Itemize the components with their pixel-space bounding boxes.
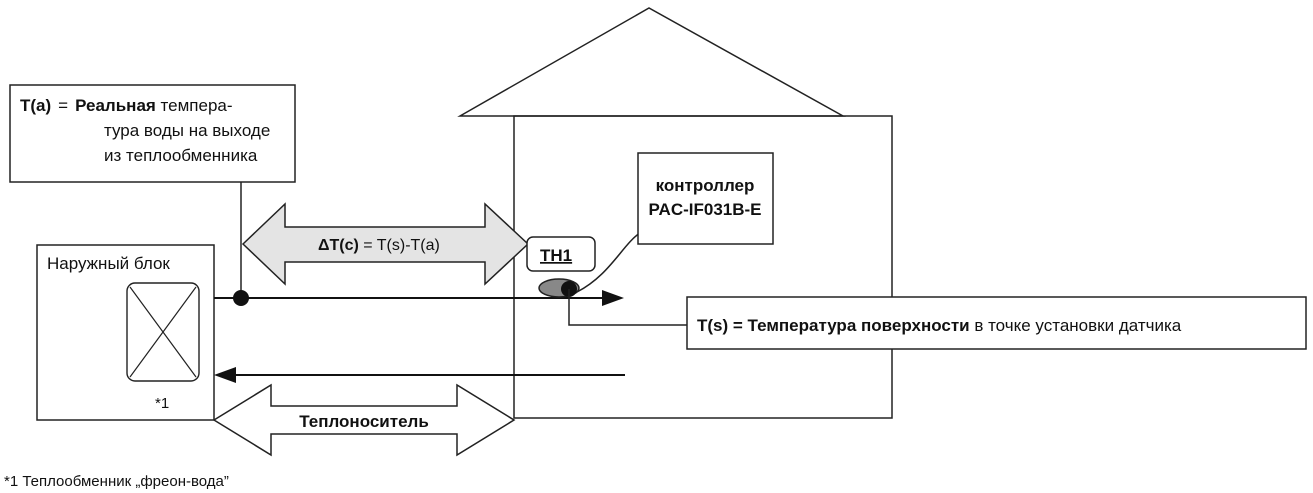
controller-line1: контроллер (656, 176, 755, 195)
coolant-double-arrow (212, 383, 516, 457)
ta-equals: = (58, 96, 68, 115)
ta-callout-box (9, 84, 296, 183)
controller-line2: PAC-IF031B-E (648, 200, 761, 219)
outdoor-unit-label: Наружный блок (47, 254, 170, 273)
sensor-cable (576, 231, 642, 293)
footnote: *1 Теплообменник „фреон-вода” (4, 473, 229, 490)
ts-callout-box (686, 296, 1307, 350)
ts-bold-phrase: Температура поверхности (748, 316, 970, 335)
ta-label: T(a) (20, 96, 51, 115)
ta-bold-word: Реальная (75, 96, 156, 115)
coolant-label: Теплоноситель (299, 412, 429, 431)
ta-callout-line2: тура воды на выходе (104, 121, 270, 140)
heat-exchanger-icon (126, 282, 200, 382)
delta-t-text: ΔT(c) = T(s)-T(a) (318, 237, 440, 254)
ts-equals: = (728, 316, 747, 335)
th1-label-box (526, 236, 596, 272)
ta-callout-line1: T(a) = Реальная темпера- (20, 96, 233, 115)
house-walls (513, 115, 893, 419)
ta-callout-line3: из теплообменника (104, 146, 258, 165)
delta-t-formula: = T(s)-T(a) (359, 237, 440, 254)
ts-label: T(s) (697, 316, 728, 335)
ta-line1-rest: темпера- (156, 96, 233, 115)
house-roof (457, 7, 846, 117)
ts-leader-line (568, 289, 687, 326)
outlet-point-dot (233, 290, 249, 306)
controller-box (637, 152, 774, 245)
th1-label: TH1 (540, 246, 572, 265)
house (457, 7, 893, 419)
delta-t-label: ΔT(c) (318, 237, 359, 254)
supply-arrowhead (602, 290, 624, 306)
return-arrowhead (214, 367, 236, 383)
ts-rest: в точке установки датчика (970, 316, 1182, 335)
ts-callout-text: T(s) = Температура поверхности в точке у… (697, 316, 1182, 335)
heat-exchanger-footnote-mark: *1 (155, 395, 169, 412)
